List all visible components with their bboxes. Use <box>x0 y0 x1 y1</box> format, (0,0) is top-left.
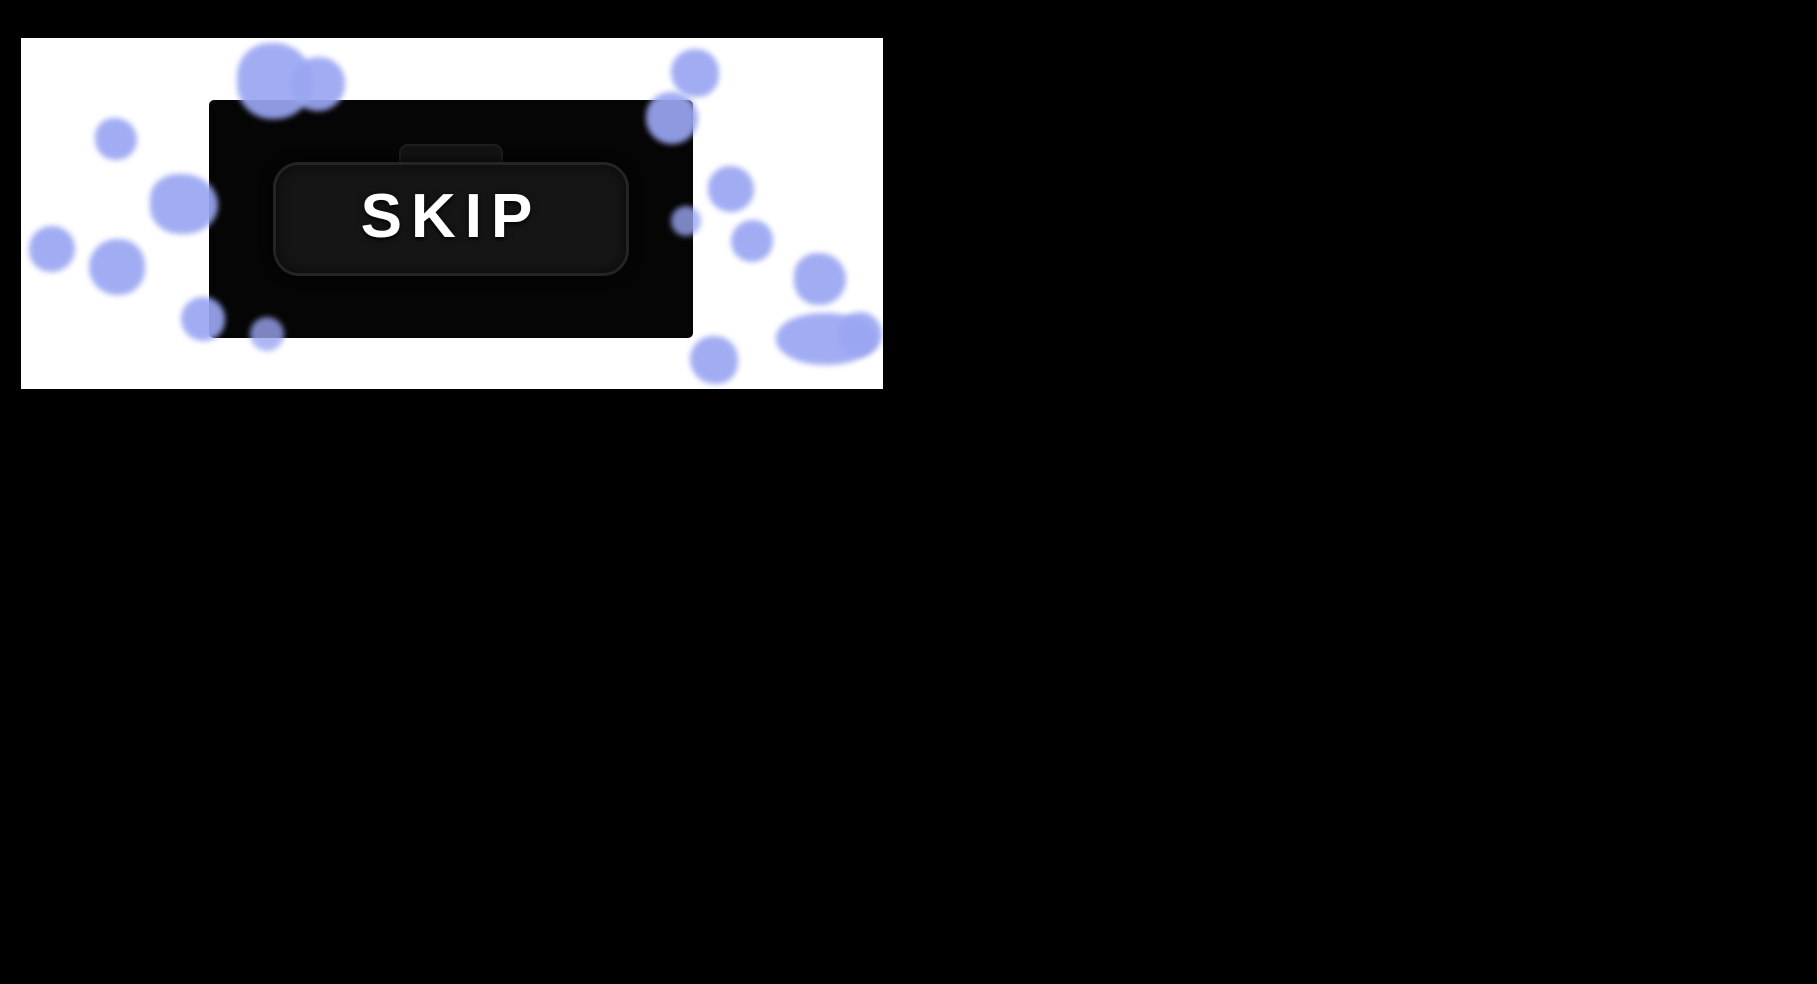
paint-blob <box>776 313 876 365</box>
paint-blob <box>671 49 719 97</box>
skip-dialog: SKIP <box>209 100 693 338</box>
paint-blob <box>95 118 137 160</box>
paint-blob <box>150 174 218 234</box>
paint-blob <box>89 239 145 295</box>
skip-button-label: SKIP <box>360 182 542 251</box>
skip-button[interactable]: SKIP <box>273 162 629 276</box>
paint-blob <box>708 166 754 212</box>
paint-blob <box>794 253 846 305</box>
paint-blob <box>731 220 773 262</box>
paint-blob <box>690 336 738 384</box>
paint-blob <box>838 312 882 356</box>
game-panel: SKIP <box>21 38 883 389</box>
paint-blob <box>29 226 75 272</box>
